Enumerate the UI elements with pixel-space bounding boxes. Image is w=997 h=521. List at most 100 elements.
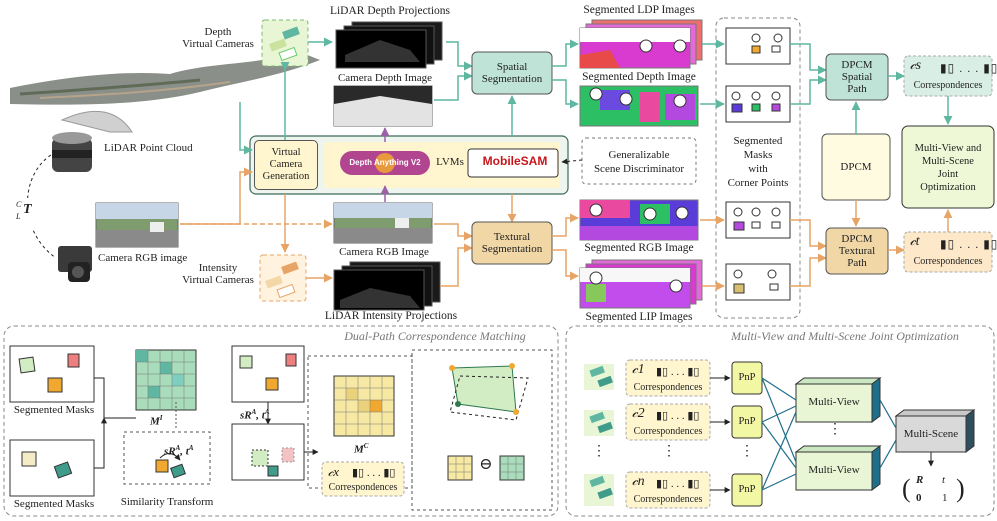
srt-label-2: sRA, tA (240, 408, 270, 422)
polygon-overlay (449, 363, 529, 421)
corr-t-symbol: 𝒸t (910, 234, 920, 249)
seg-lip-label: Segmented LIP Images (585, 311, 693, 323)
corr-t-glyphs: ▮▯ . . . ▮▯ (940, 237, 997, 251)
lidar-point-cloud-image (10, 52, 320, 105)
similarity-transform-label: Similarity Transform (120, 496, 214, 508)
mask-box-3 (725, 201, 791, 239)
dpcm-textural-box (825, 227, 889, 275)
seg-ldp-label: Segmented LDP Images (583, 4, 695, 16)
corr-rown-symbol: 𝒸n (632, 474, 645, 489)
segmented-ldp-stack (579, 19, 703, 69)
dots-pnp: ⋮ (740, 444, 754, 459)
lidar-depth-proj-label: LiDAR Depth Projections (329, 5, 451, 17)
intensity-camera-icons (265, 261, 299, 299)
dpcm-panel (3, 325, 559, 517)
multi-view-label-2: Multi-View (808, 464, 860, 476)
joint-opt-panel (565, 325, 995, 517)
seg-masks-label: Segmented Masks with Corner Points (727, 135, 789, 189)
lidar-sensor-icon (52, 110, 133, 172)
camera-sensor-icon (58, 246, 92, 282)
textural-segmentation-label: Textural Segmentation (481, 231, 543, 255)
corr-row1-symbol: 𝒸1 (632, 362, 645, 377)
transform-curve (27, 151, 57, 259)
camera-rgb-photo (95, 202, 179, 248)
mobilesam-box (467, 148, 559, 178)
corr-row2-glyphs: ▮▯ . . . ▮▯ (656, 410, 700, 422)
corr-s-glyphs: ▮▯ . . . ▮▯ (940, 61, 997, 75)
dpcm-textural-label: DPCM Textural Path (838, 233, 876, 269)
mask-box-2 (725, 85, 791, 123)
depth-cameras-label: Depth Virtual Cameras (182, 26, 254, 50)
segmented-depth-image (579, 85, 699, 127)
camera-rgb-image-center (333, 202, 433, 244)
segmented-lip-stack (579, 259, 703, 309)
lidar-intensity-projection-stack (333, 261, 441, 311)
lidar-intensity-proj-label: LiDAR Intensity Projections (324, 310, 458, 322)
camera-depth-image (333, 85, 433, 127)
corr-s-label: Correspondences (913, 80, 983, 91)
seg-masks-label-1: Segmented Masks (13, 404, 95, 416)
corr-x-symbol: 𝒸x (328, 464, 339, 479)
spatial-segmentation-box (471, 51, 553, 95)
dpcm-label: DPCM (840, 161, 872, 173)
dpcm-spatial-label: DPCM Spatial Path (841, 59, 873, 95)
textural-segmentation-box (471, 221, 553, 265)
joint-optimization-box (901, 125, 995, 209)
mobilesam-label: MobileSAM (482, 154, 548, 168)
ominus-symbol: ⊖ (479, 456, 493, 473)
mc-label: MC (354, 442, 369, 456)
corr-s-box (903, 55, 993, 97)
mask-box-1 (725, 27, 791, 65)
mi-label: MI (150, 414, 163, 428)
multi-view-box-bottom (794, 445, 882, 491)
pnp-label-2: PnP (738, 416, 756, 427)
virtual-camera-generation-box: Virtual Camera Generation (254, 140, 318, 190)
corr-row2-symbol: 𝒸2 (632, 406, 645, 421)
spatial-segmentation-label: Spatial Segmentation (481, 61, 543, 85)
lidar-point-cloud-label: LiDAR Point Cloud (104, 142, 193, 154)
intensity-cameras-label: Intensity Virtual Cameras (182, 262, 254, 286)
mc-grid (333, 375, 395, 437)
corr-x-glyphs: ▮▯ . . . ▮▯ (352, 467, 396, 479)
dots-corr: ⋮ (662, 444, 676, 459)
mask-box-4 (725, 263, 791, 301)
camera-rgb-image-label: Camera RGB image (98, 252, 188, 264)
corr-t-label: Correspondences (913, 256, 983, 267)
dpcm-spatial-box (825, 53, 889, 101)
corr-rown-label: Correspondences (633, 494, 703, 505)
scene-discriminator-label: Generalizable Scene Discriminator (593, 149, 685, 175)
corr-s-symbol: 𝒸s (910, 58, 922, 73)
depth-camera-icons (269, 26, 300, 62)
multi-scene-box (894, 409, 976, 453)
pnp-label-n: PnP (738, 484, 756, 495)
mi-grid (135, 349, 197, 411)
multi-view-box-top (794, 377, 882, 423)
seg-masks-label-2: Segmented Masks (13, 498, 95, 510)
camera-rgb-image2-label: Camera RGB Image (339, 246, 429, 258)
dots-multiview: ⋮ (828, 422, 842, 437)
difference-grids (447, 455, 525, 481)
multi-scene-label: Multi-Scene (903, 428, 959, 440)
seg-rgb-label: Segmented RGB Image (584, 242, 694, 254)
camera-depth-image-label: Camera Depth Image (337, 72, 433, 84)
corr-rown-glyphs: ▮▯ . . . ▮▯ (656, 478, 700, 490)
corr-row1-label: Correspondences (633, 382, 703, 393)
pnp-label-1: PnP (738, 372, 756, 383)
seg-depth-label: Segmented Depth Image (582, 71, 696, 83)
scene-discriminator-box (581, 137, 697, 185)
joint-opt-panel-title: Multi-View and Multi-Scene Joint Optimiz… (731, 329, 959, 343)
corr-row2-label: Correspondences (633, 426, 703, 437)
joint-optimization-label: Multi-View and Multi-Scene Joint Optimiz… (914, 143, 982, 193)
corr-x-box (321, 461, 405, 497)
pose-matrix: ( R t 0 1 ) (902, 474, 965, 504)
multi-view-label-1: Multi-View (808, 396, 860, 408)
segmented-rgb-image (579, 199, 699, 241)
corr-row1-glyphs: ▮▯ . . . ▮▯ (656, 366, 700, 378)
lidar-depth-projection-stack (335, 21, 443, 69)
depth-anything-label: Depth Anything V2 (349, 158, 421, 167)
row-cameras (584, 364, 614, 506)
lvms-label: LVMs (436, 156, 464, 168)
transform-symbol: C L T (4, 198, 44, 228)
